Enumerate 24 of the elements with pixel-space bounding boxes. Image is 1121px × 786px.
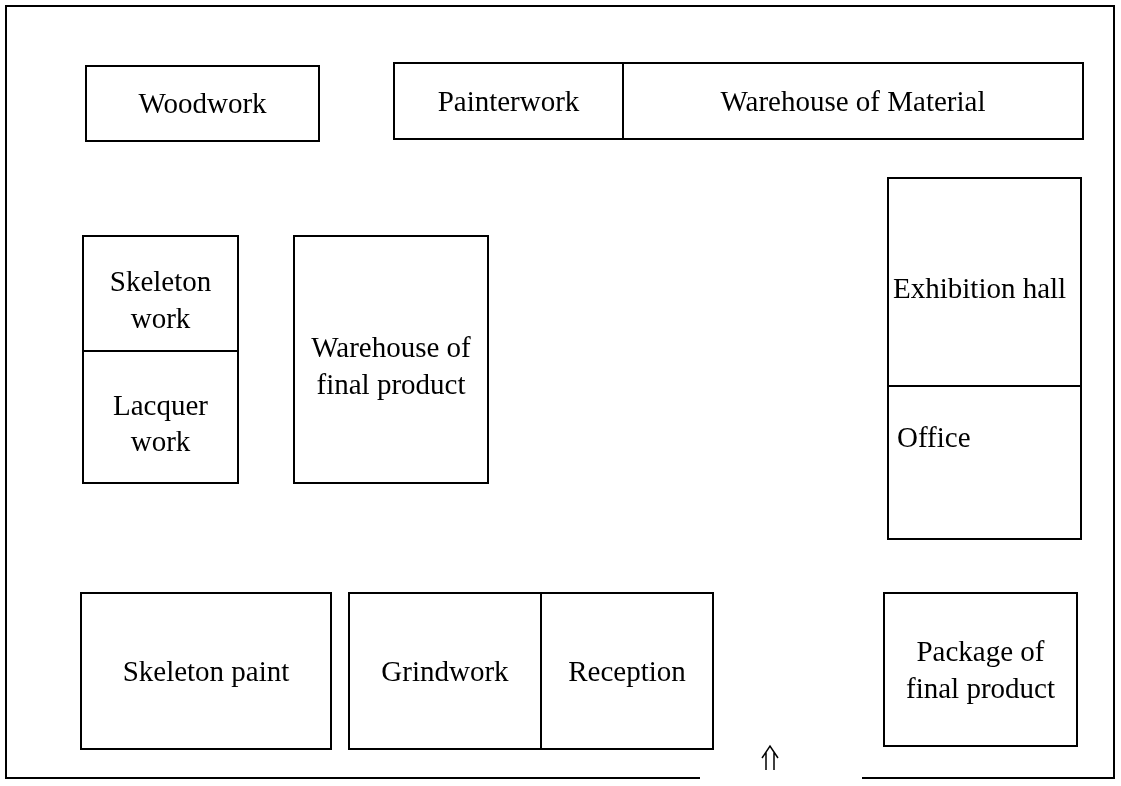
room-label: Grindwork bbox=[381, 653, 509, 689]
room-label: Warehouse of Material bbox=[720, 83, 986, 119]
room-label: Lacquer work bbox=[112, 387, 209, 459]
room-box bbox=[540, 592, 714, 750]
room-label: Woodwork bbox=[138, 86, 267, 122]
room-box bbox=[883, 592, 1078, 747]
room-label: Office bbox=[897, 420, 971, 455]
room-box bbox=[82, 350, 239, 484]
room-label: Reception bbox=[568, 653, 686, 689]
room-box bbox=[85, 65, 320, 142]
room-label: Warehouse of final product bbox=[310, 330, 472, 402]
room-label: Package of final product bbox=[905, 634, 1056, 706]
room-box bbox=[887, 385, 1082, 540]
room-label: Exhibition hall bbox=[893, 270, 1067, 306]
room-box bbox=[82, 235, 239, 352]
room-box bbox=[293, 235, 489, 484]
room-box bbox=[348, 592, 542, 750]
room-label: Skeleton work bbox=[108, 264, 213, 336]
room-box bbox=[80, 592, 332, 750]
room-box bbox=[887, 177, 1082, 387]
room-label: Skeleton paint bbox=[122, 653, 290, 689]
room-box bbox=[622, 62, 1084, 140]
room-label: Painterwork bbox=[437, 83, 580, 119]
room-box bbox=[393, 62, 624, 140]
